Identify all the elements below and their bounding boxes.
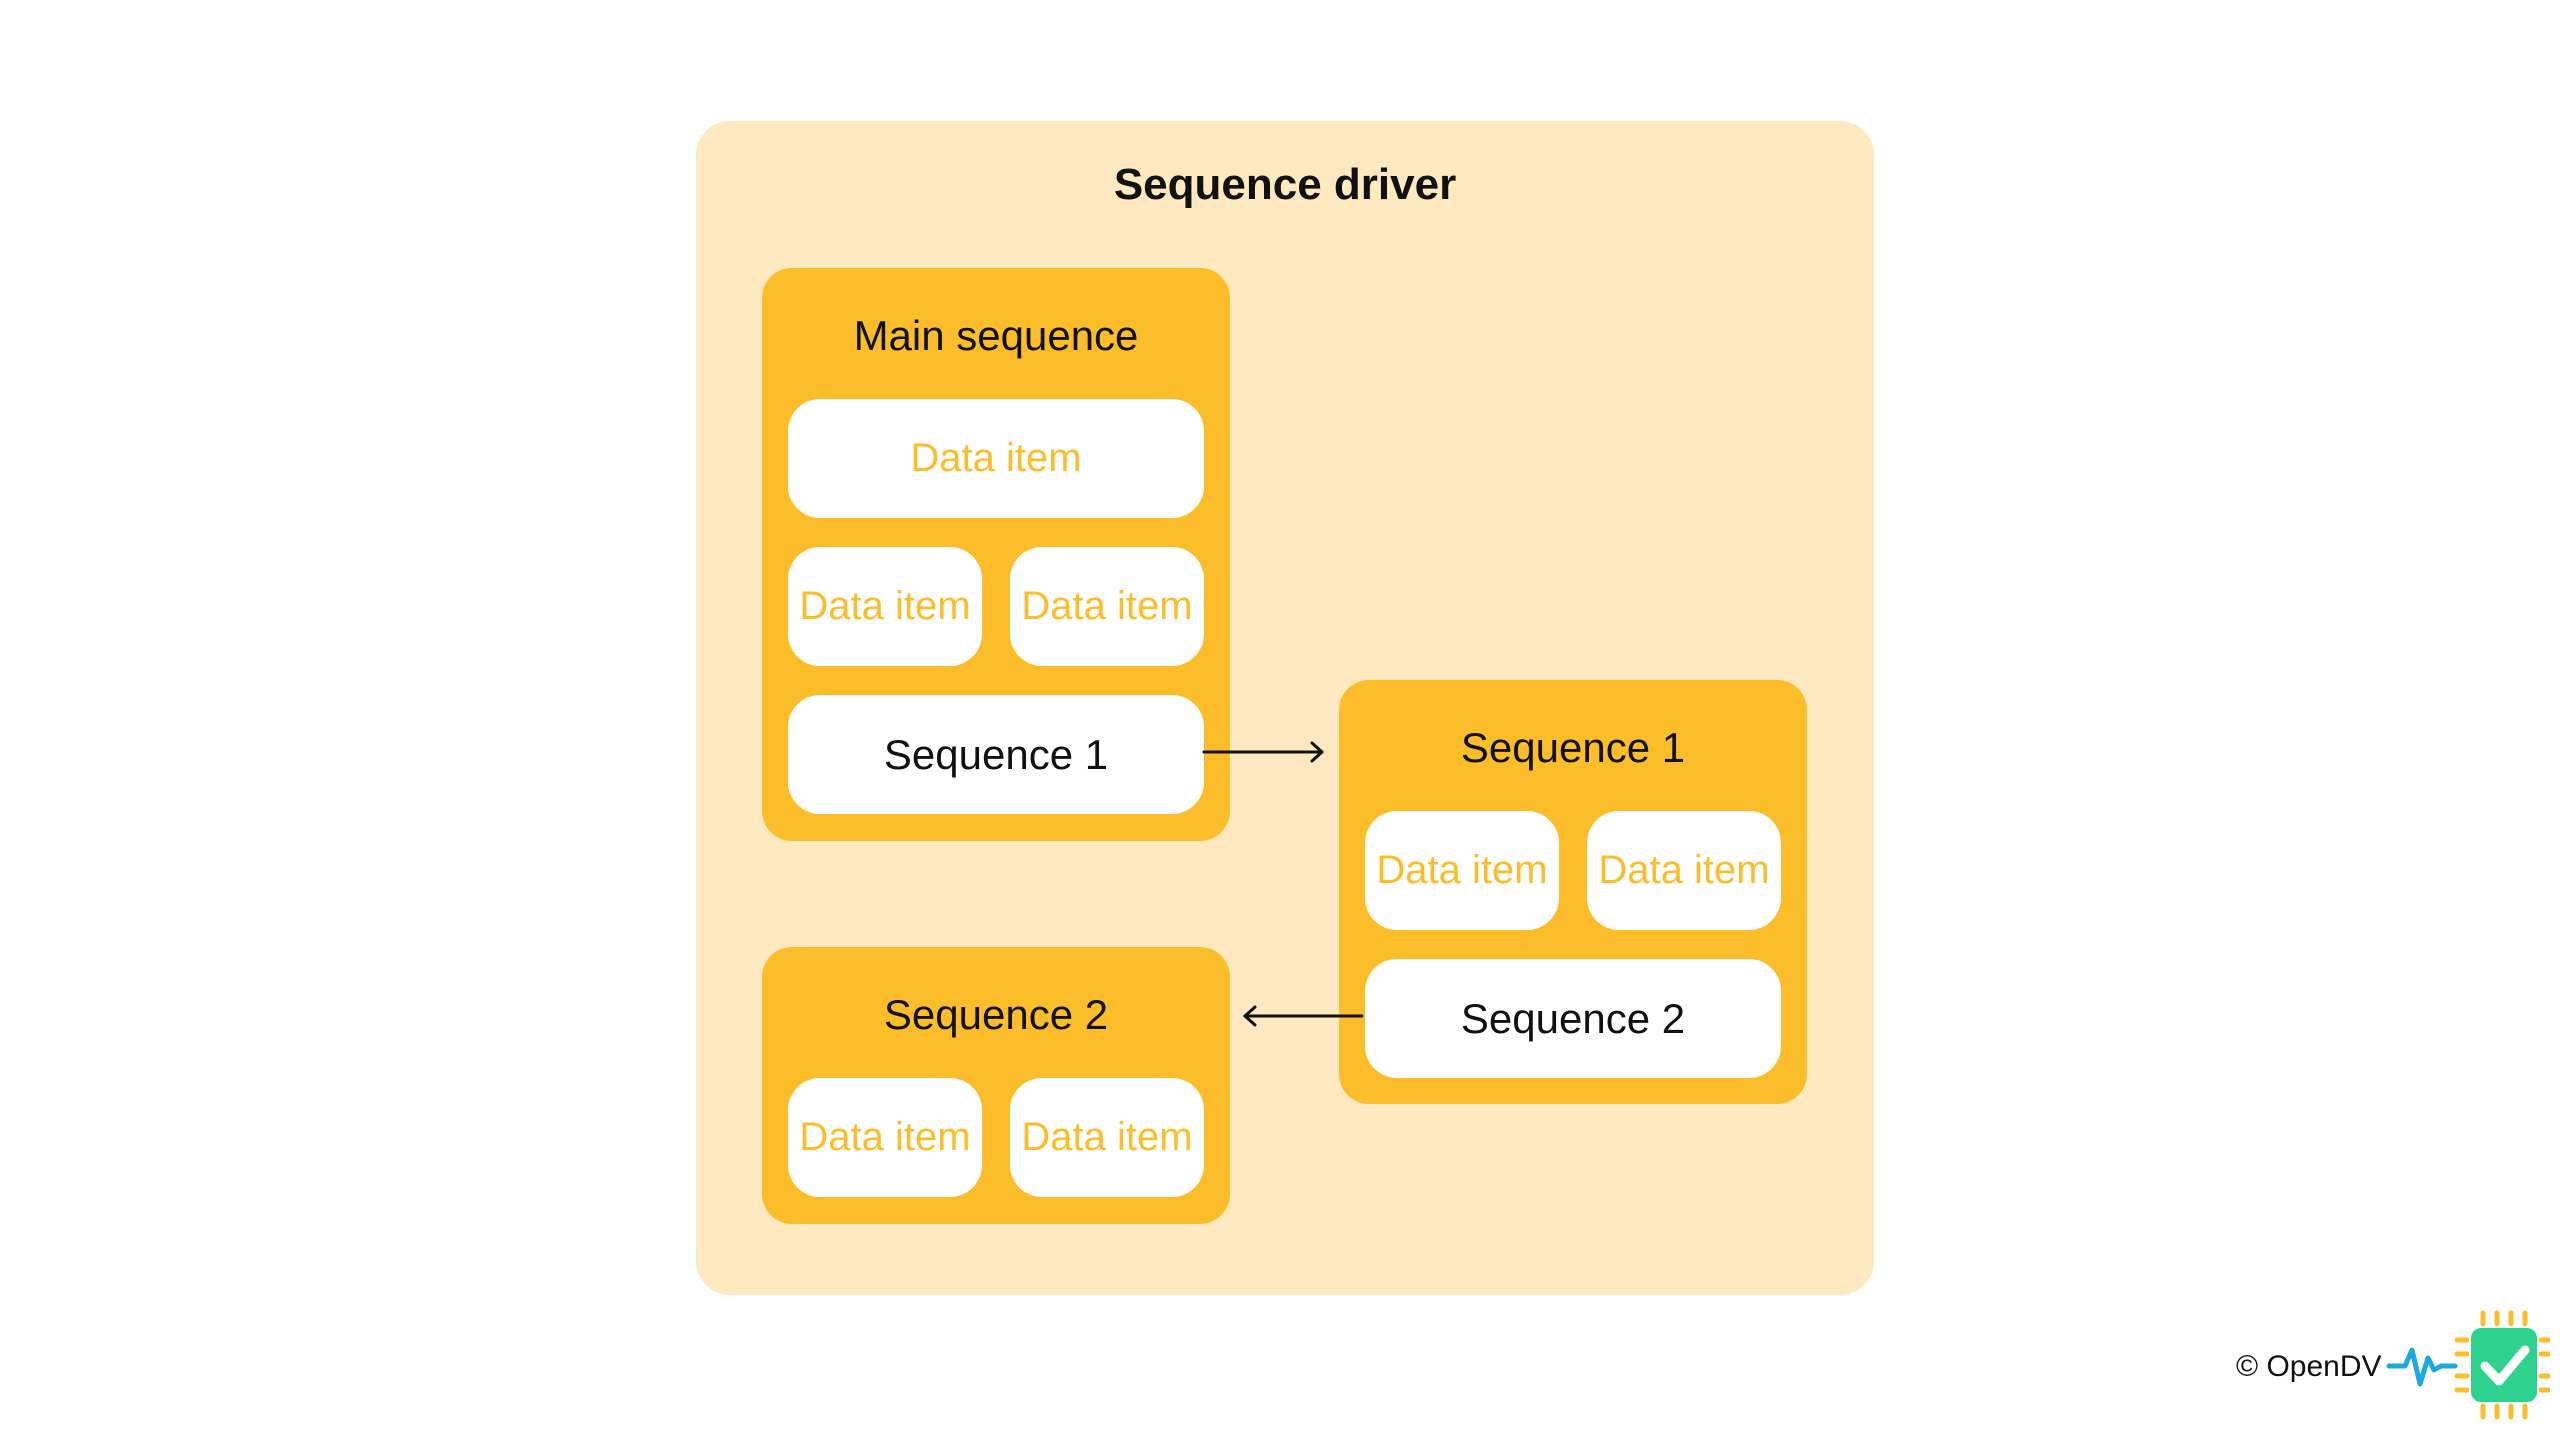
sequence-1-box: Sequence 1 Data item Data item Sequence … (1339, 680, 1807, 1104)
main-sequence-box: Main sequence Data item Data item Data i… (762, 268, 1230, 841)
data-item: Data item (788, 547, 982, 666)
sequence-driver-title: Sequence driver (1113, 160, 1457, 209)
data-item: Data item (788, 1078, 982, 1197)
sequence-1-title: Sequence 1 (1460, 724, 1686, 771)
sequence-2-title: Sequence 2 (883, 991, 1109, 1038)
data-item: Data item (1587, 811, 1781, 930)
data-item: Data item (1010, 547, 1204, 666)
sequence-2-box: Sequence 2 Data item Data item (762, 947, 1230, 1224)
data-item: Data item (1365, 811, 1559, 930)
data-item: Data item (788, 399, 1204, 518)
opendv-logo-icon (2386, 1310, 2550, 1420)
copyright-text: © OpenDV (2236, 1350, 2382, 1383)
sequence-1-reference: Sequence 1 (788, 695, 1204, 814)
data-item: Data item (1010, 1078, 1204, 1197)
sequence-2-reference: Sequence 2 (1365, 959, 1781, 1078)
main-sequence-title: Main sequence (853, 312, 1139, 359)
